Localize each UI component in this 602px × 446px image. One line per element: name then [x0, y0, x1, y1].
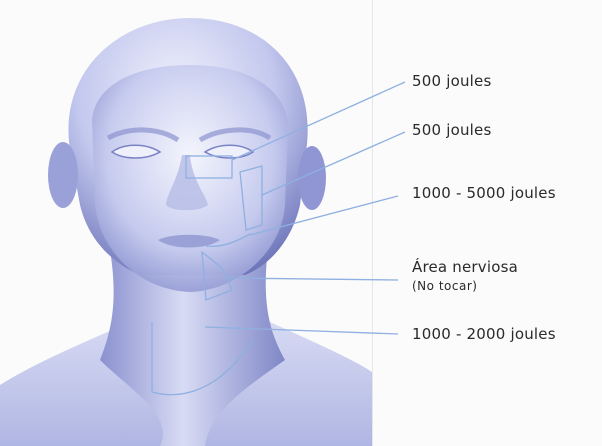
label-text: 500 joules: [412, 72, 491, 90]
label-500-joules-a: 500 joules: [412, 72, 491, 90]
label-text: 1000 - 5000 joules: [412, 184, 556, 202]
label-text: 1000 - 2000 joules: [412, 325, 556, 343]
label-1000-2000-joules: 1000 - 2000 joules: [412, 325, 556, 343]
left-ear: [48, 142, 78, 208]
label-subtext: (No tocar): [412, 279, 518, 293]
label-1000-5000-joules: 1000 - 5000 joules: [412, 184, 556, 202]
label-500-joules-b: 500 joules: [412, 121, 491, 139]
label-text: 500 joules: [412, 121, 491, 139]
right-ear: [298, 146, 326, 210]
label-nerve-area: Área nerviosa (No tocar): [412, 258, 518, 293]
label-text: Área nerviosa: [412, 258, 518, 276]
